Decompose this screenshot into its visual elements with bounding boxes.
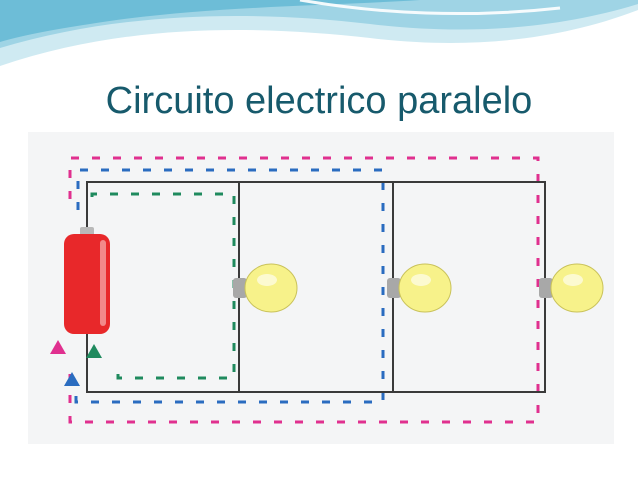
slide-title: Circuito electrico paralelo bbox=[105, 80, 533, 122]
current-path-green bbox=[90, 192, 236, 380]
header-wave-decoration bbox=[0, 0, 638, 66]
battery-highlight bbox=[100, 240, 106, 326]
bulb-3-base bbox=[539, 278, 553, 298]
bulb-3 bbox=[539, 263, 604, 313]
battery bbox=[64, 227, 110, 334]
bulb-2-base bbox=[387, 278, 401, 298]
parallel-circuit-diagram bbox=[50, 156, 604, 424]
bulb-1-base bbox=[233, 278, 247, 298]
bulb-1-shine bbox=[257, 274, 277, 286]
arrow-magenta-icon bbox=[50, 340, 66, 354]
current-path-magenta bbox=[68, 156, 540, 424]
bulb-1 bbox=[233, 263, 298, 313]
bulb-2-glass bbox=[398, 263, 452, 313]
bulb-2 bbox=[387, 263, 452, 313]
header-wave-dark bbox=[0, 0, 420, 42]
arrow-green-icon bbox=[86, 344, 102, 358]
bulb-2-shine bbox=[411, 274, 431, 286]
arrow-blue-icon bbox=[64, 372, 80, 386]
diagram-panel bbox=[28, 132, 614, 444]
bulb-3-glass bbox=[550, 263, 604, 313]
bulb-1-glass bbox=[244, 263, 298, 313]
header-wave-highlight bbox=[299, 0, 561, 16]
circuit-wires bbox=[86, 181, 546, 393]
current-path-blue bbox=[74, 168, 385, 404]
battery-body bbox=[64, 234, 110, 334]
bulb-3-shine bbox=[563, 274, 583, 286]
